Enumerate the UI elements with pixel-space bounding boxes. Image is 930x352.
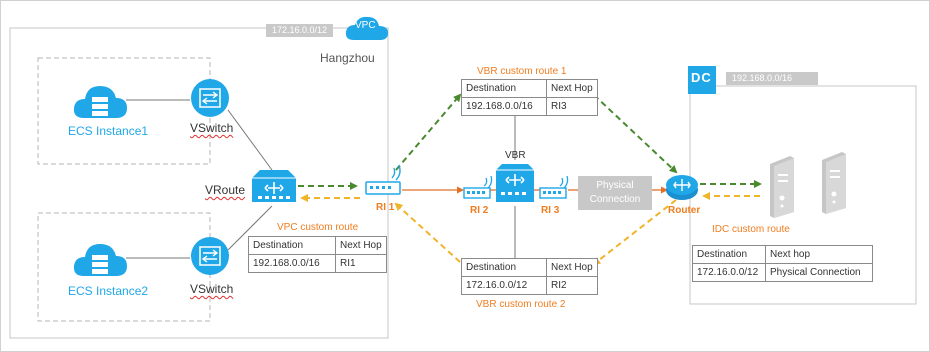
vpc-route-title: VPC custom route — [277, 222, 359, 233]
ecs-instance2-icon — [73, 244, 127, 276]
vbr-route2-destination: 172.16.0.0/12 — [461, 276, 547, 295]
region-label: Hangzhou — [320, 51, 375, 65]
idc-route-header-destination: Destination — [692, 245, 766, 264]
vrouter-icon — [252, 170, 296, 202]
vswitch2-icon — [191, 237, 229, 275]
idc-route-nexthop: Physical Connection — [765, 263, 873, 282]
vbr-route1-header-destination: Destination — [461, 79, 547, 98]
vbr-route2-nexthop: RI2 — [546, 276, 598, 295]
vbr-label: VBR — [505, 150, 526, 161]
ri3-label: RI 3 — [541, 205, 560, 216]
physical-connection-box: Physical Connection — [578, 176, 652, 210]
vbr-icon — [496, 164, 534, 202]
physical-connection-line1: Physical — [596, 180, 634, 191]
router-icon — [666, 175, 698, 200]
vbr-route1-header-nexthop: Next Hop — [546, 79, 598, 98]
idc-route-header-nexthop: Next hop — [765, 245, 873, 264]
vbr-route2-table: Destination Next Hop 172.16.0.0/12 RI2 — [461, 258, 598, 295]
vbr-route1-destination: 192.168.0.0/16 — [461, 97, 547, 116]
arrow-ri1-to-vbr-route1 — [395, 93, 462, 171]
vpc-route-nexthop: RI1 — [335, 254, 387, 273]
idc-cidr-tag: 192.168.0.0/16 — [726, 72, 819, 85]
ri3-icon — [539, 176, 569, 199]
vswitch1-icon — [191, 79, 229, 117]
ri2-icon — [463, 176, 493, 199]
vbr-route2-title: VBR custom route 2 — [476, 299, 566, 310]
vswitch2-label: VSwitch — [190, 282, 234, 296]
ecs-instance2-label: ECS Instance2 — [68, 284, 149, 298]
vpc-route-header-nexthop: Next Hop — [335, 236, 387, 255]
vpc-route-header-destination: Destination — [248, 236, 336, 255]
link-vswitch1-vrouter — [227, 109, 273, 171]
idc-route-table: Destination Next hop 172.16.0.0/12 Physi… — [692, 245, 873, 282]
link-vswitch2-vrouter — [227, 205, 273, 251]
vpc-route-table: Destination Next Hop 192.168.0.0/16 RI1 — [248, 236, 387, 273]
vpc-cloud-icon — [345, 16, 388, 40]
arrow-vbr-route2-to-ri1 — [394, 202, 461, 263]
vpc-cidr-tag: 172.16.0.0/12 — [266, 24, 334, 37]
ri2-label: RI 2 — [470, 205, 489, 216]
vbr-route2-header-destination: Destination — [461, 258, 547, 277]
vbr-route1-table: Destination Next Hop 192.168.0.0/16 RI3 — [461, 79, 598, 116]
arrow-vbr-route1-to-router — [593, 94, 678, 174]
vbr-route2-header-nexthop: Next Hop — [546, 258, 598, 277]
router-label: Router — [668, 205, 701, 216]
vbr-route1-nexthop: RI3 — [546, 97, 598, 116]
vpc-badge: VPC — [355, 20, 376, 31]
physical-connection-line2: Connection — [589, 194, 641, 205]
arrow-router-to-vbr-route2 — [592, 199, 677, 266]
ri1-label: RI 1 — [376, 202, 395, 213]
idc-badge-icon: DC — [688, 66, 716, 94]
idc-route-destination: 172.16.0.0/12 — [692, 263, 766, 282]
vpc-route-destination: 192.168.0.0/16 — [248, 254, 336, 273]
idc-badge-text: DC — [691, 70, 712, 85]
idc-servers-icon — [770, 152, 846, 218]
vswitch1-label: VSwitch — [190, 121, 234, 135]
vrouter-label: VRoute — [205, 183, 246, 197]
vbr-route1-title: VBR custom route 1 — [477, 66, 567, 77]
ecs-instance1-icon — [73, 86, 127, 118]
idc-route-title: IDC custom route — [712, 224, 790, 235]
ri1-icon — [365, 164, 401, 195]
ecs-instance1-label: ECS Instance1 — [68, 124, 149, 138]
